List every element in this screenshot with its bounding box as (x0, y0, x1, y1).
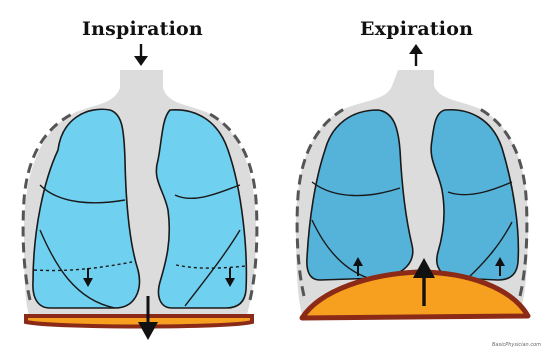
arrow-up-icon (409, 44, 423, 66)
arrow-down-icon (134, 44, 148, 66)
expiration-panel (296, 44, 528, 318)
inspiration-panel (23, 44, 257, 340)
diaphragm-inspiration (26, 316, 252, 327)
credit-text: BasicPhysician.com (492, 342, 541, 348)
